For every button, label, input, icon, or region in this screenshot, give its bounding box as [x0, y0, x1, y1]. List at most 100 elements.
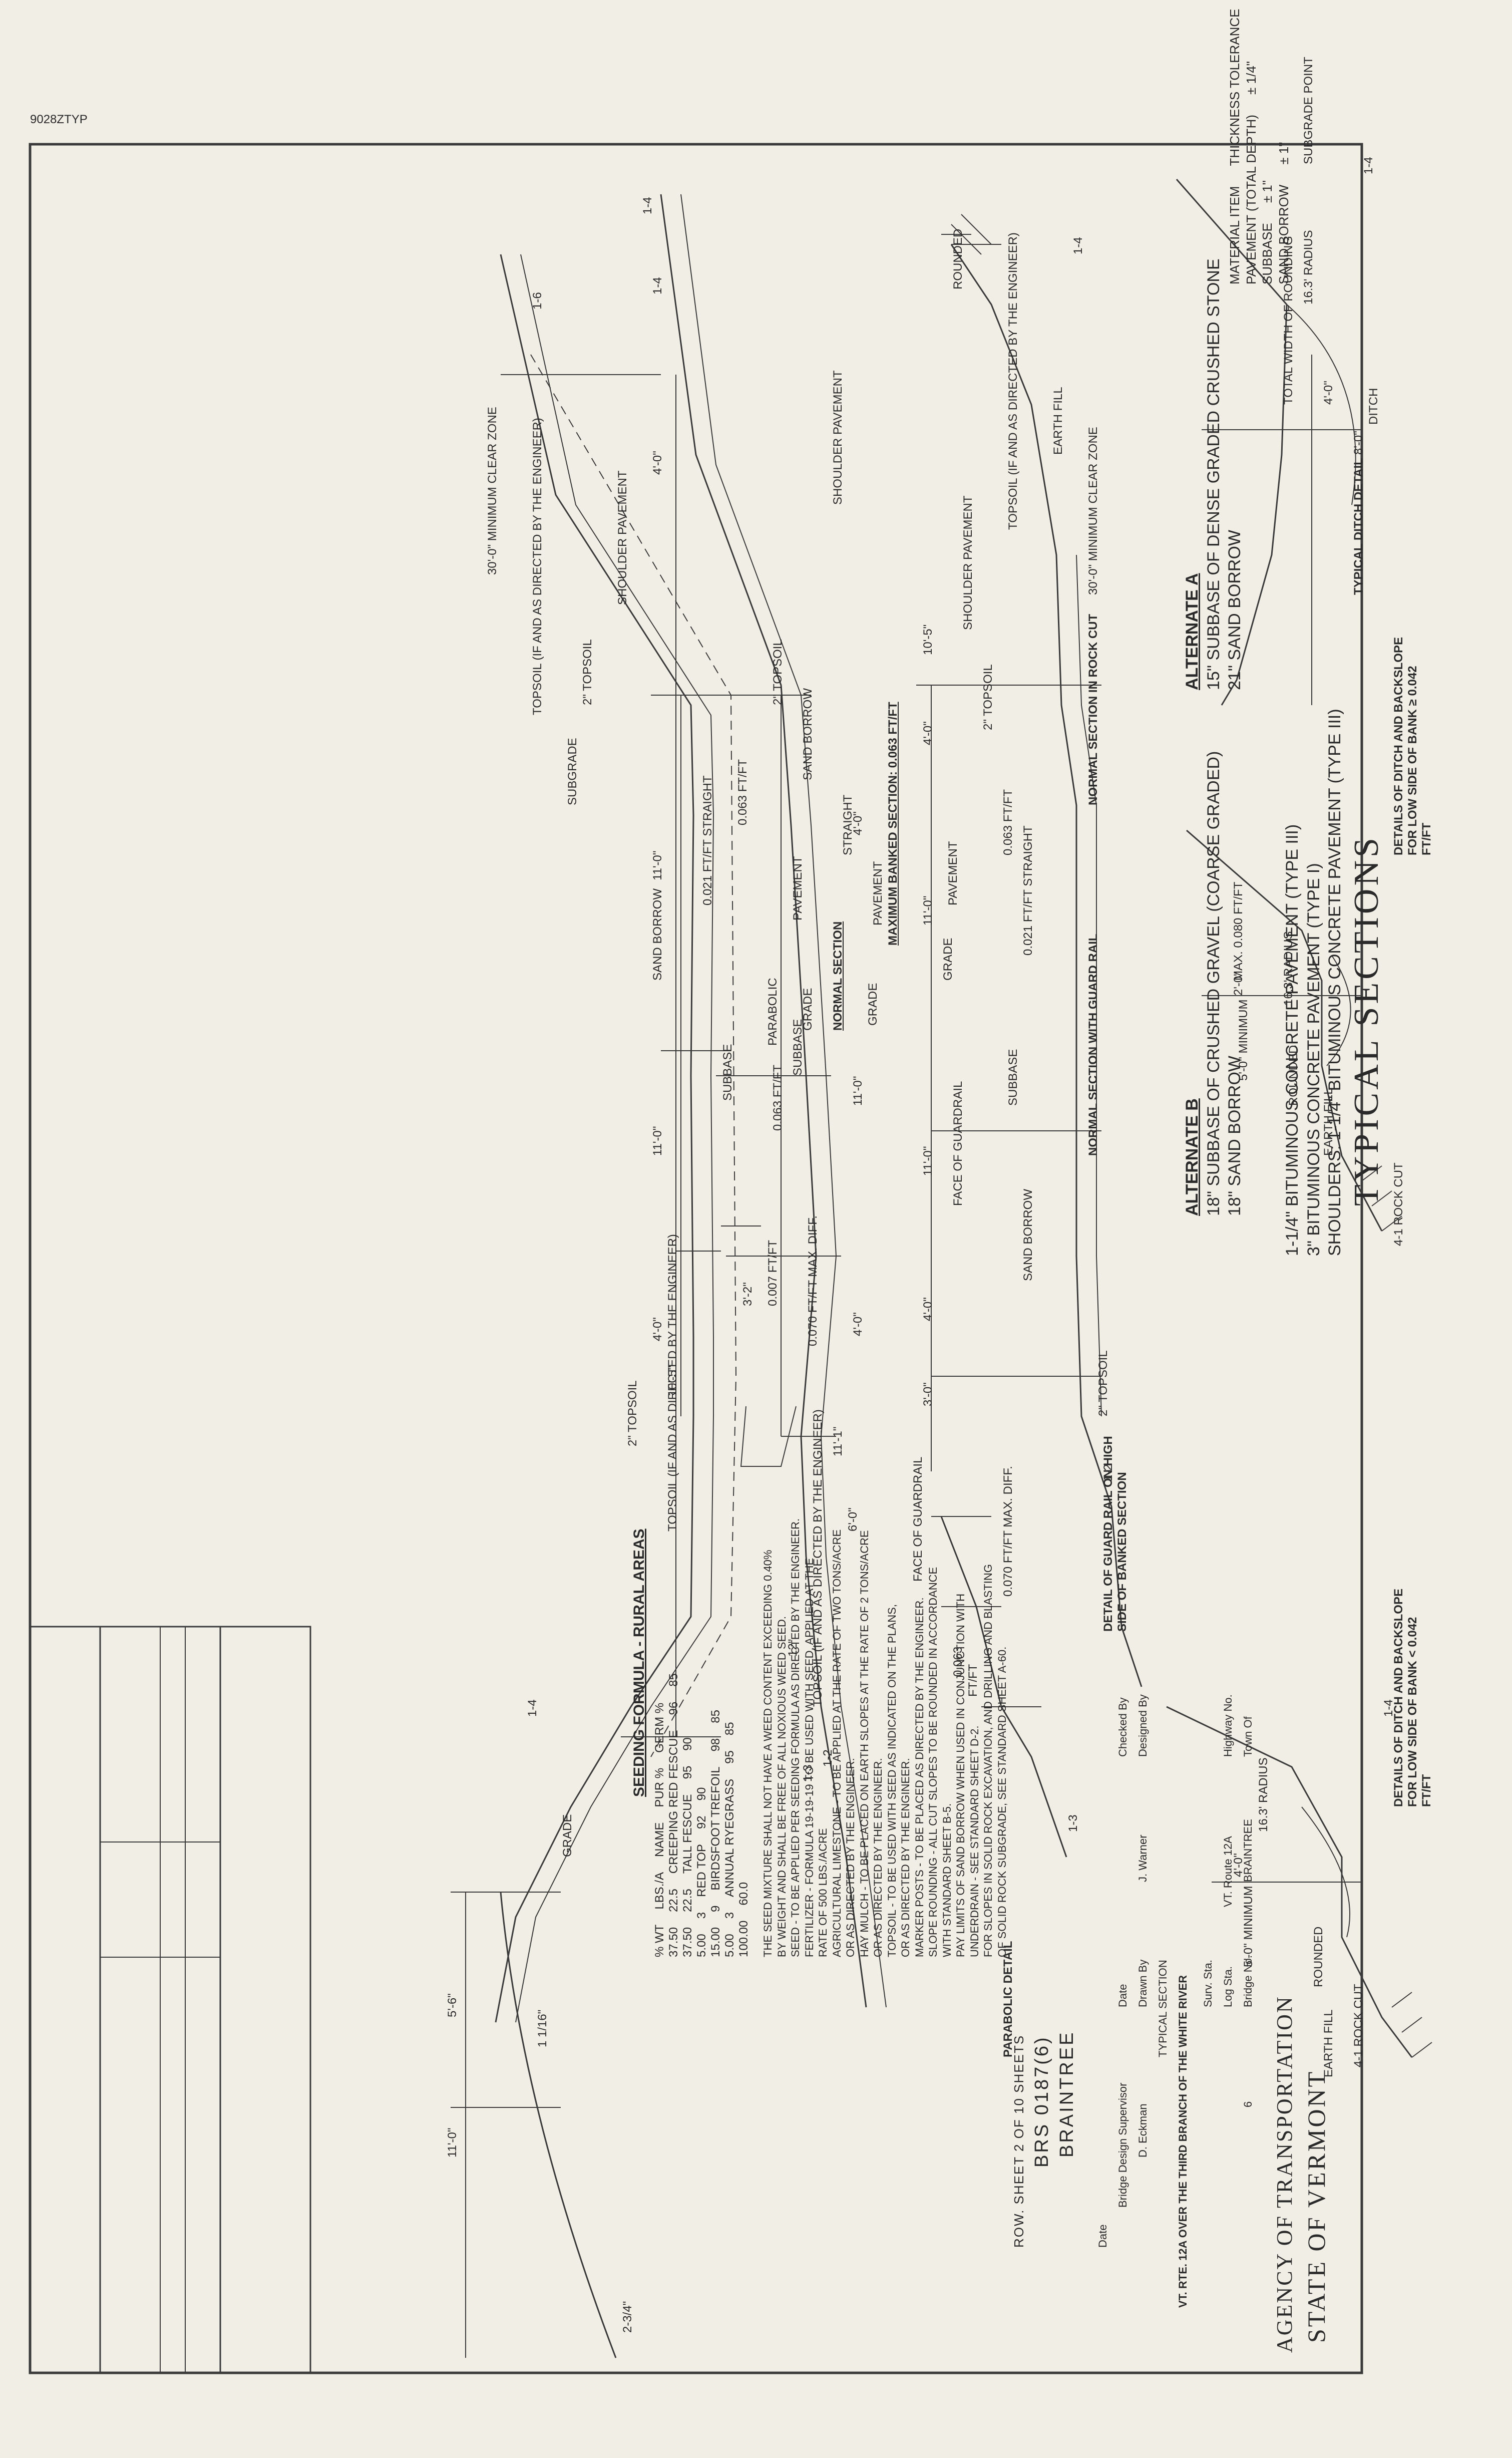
seeding-note: UNDERDRAIN - SEE STANDARD SHEET D-2.: [968, 1725, 981, 1957]
town-value: BRAINTREE: [1242, 1819, 1254, 1882]
label-grade: GRADE: [866, 983, 880, 1026]
pavement-line-2: 3" BITUMINOUS CONCRETE PAVEMENT (TYPE I): [1304, 863, 1323, 1256]
label-grade: GRADE: [561, 1814, 574, 1857]
date-label: Date: [1096, 2224, 1109, 2248]
label-subgrade-point: SUBGRADE POINT: [1302, 57, 1315, 164]
seeding-note: AGRICULTURAL LIMESTONE - TO BE APPLIED A…: [830, 1529, 843, 1957]
seed-total-wt: 100.00: [737, 1920, 750, 1957]
town-label: Town Of: [1242, 1716, 1254, 1757]
label-shoulder-pavement: SHOULDER PAVEMENT: [831, 370, 845, 505]
normal-section-title: NORMAL SECTION: [831, 921, 845, 1031]
material-row-tol: ± 1/4": [1243, 61, 1259, 95]
seeding-note: HAY MULCH - TO BE PLACED ON EARTH SLOPES…: [858, 1530, 871, 1957]
alt-a-line-2: 21" SAND BORROW: [1225, 529, 1244, 690]
thickness-header: THICKNESS TOLERANCE: [1227, 9, 1242, 166]
seeding-col-name: NAME: [653, 1822, 666, 1857]
label-subbase: SUBBASE: [791, 1019, 805, 1076]
seeding-col-pur: PUR %: [653, 1767, 666, 1807]
alt-a-title: ALTERNATE A: [1183, 573, 1202, 690]
section-title-ditch-lt: DETAILS OF DITCH AND BACKSLOPE FOR LOW S…: [1392, 1589, 1433, 1807]
ditch-ge-linework: [1186, 829, 1402, 1232]
dim-4-0: 4'-0": [651, 451, 664, 475]
ditch-lt-linework: [1166, 1706, 1432, 2058]
label-shoulder-pavement: SHOULDER PAVEMENT: [961, 495, 975, 631]
dim-8-0: 8'-0": [1352, 431, 1365, 455]
surv-sta-label: Surv. Sta.: [1202, 1960, 1214, 2007]
normal-section-linework: [495, 254, 797, 2023]
section-title-max-banked: MAXIMUM BANKED SECTION: 0.063 FT/FT: [886, 702, 900, 946]
seeding-col-lbs: LBS./A: [653, 1872, 666, 1910]
label-face-guardrail: FACE OF GUARDRAIL: [951, 1081, 965, 1206]
highway-value: VT. Route 12A: [1222, 1836, 1234, 1907]
label-pavement: PAVEMENT: [871, 861, 885, 926]
alt-a-line-1: 15" SUBBASE OF DENSE GRADED CRUSHED STON…: [1204, 258, 1223, 690]
bridge-value: 6: [1242, 2101, 1254, 2107]
seeding-col-germ: GERM %: [653, 1702, 666, 1753]
section-title-ditch-ge: DETAILS OF DITCH AND BACKSLOPE FOR LOW S…: [1392, 637, 1433, 855]
seeding-note: OR AS DIRECTED BY THE ENGINEER.: [872, 1758, 884, 1957]
seed-name: RED TOP: [695, 1844, 708, 1897]
section-title-normal: NORMAL SECTION: [831, 921, 845, 1031]
max-banked-title: MAXIMUM BANKED SECTION: 0.063 FT/FT: [886, 702, 900, 946]
pavement-line-3: SHOULDERS: 1-1/4" BITUMINOUS CONCRETE PA…: [1325, 709, 1344, 1256]
seed-name: CREEPING RED FESCUE: [667, 1730, 680, 1874]
seeding-note: SEED - TO BE APPLIED PER SEEDING FORMULA…: [789, 1518, 802, 1957]
label-radius: 16.3' RADIUS: [1282, 931, 1295, 1006]
seed-germ: 85: [723, 1722, 736, 1736]
label-rounded: ROUNDED: [951, 228, 965, 289]
label-subbase: SUBBASE: [1006, 1049, 1020, 1106]
drawn-value: D. Eckman: [1137, 2103, 1149, 2158]
project-description: VT. RTE. 12A OVER THE THIRD BRANCH OF TH…: [1177, 1975, 1189, 2308]
label-earth-fill: EARTH FILL: [1322, 1088, 1335, 1156]
seed-name: TALL FESCUE: [681, 1794, 694, 1874]
seed-germ: 90: [681, 1737, 694, 1751]
seeding-notes: THE SEED MIXTURE SHALL NOT HAVE A WEED C…: [761, 1266, 1009, 1957]
dim-5-6: 5'-6": [446, 1993, 459, 2017]
title-block-linework: [29, 1626, 311, 2374]
label-slope-0063: 0.063 FT/FT: [736, 759, 749, 825]
seeding-note: RATE OF 500 LBS./ACRE: [817, 1828, 829, 1957]
seeding-note: TOPSOIL - TO BE USED WITH SEED AS INDICA…: [885, 1604, 898, 1957]
label-pavement: PAVEMENT: [791, 856, 805, 920]
typical-ditch-linework: [1176, 179, 1362, 706]
label-rounded: ROUNDED: [1312, 1926, 1325, 1987]
label-subgrade: SUBGRADE: [566, 738, 579, 805]
material-row-tol: ± 1": [1276, 142, 1291, 165]
label-shoulder-pavement: SHOULDER PAVEMENT: [616, 470, 629, 605]
seed-germ: 85: [709, 1710, 722, 1723]
seeding-note: THE SEED MIXTURE SHALL NOT HAVE A WEED C…: [762, 1550, 774, 1957]
material-row-item: SUBBASE: [1260, 223, 1275, 284]
seed-germ: 85: [667, 1673, 680, 1687]
material-item-header: MATERIAL ITEM: [1227, 186, 1242, 284]
seeding-note: SLOPE ROUNDING - ALL CUT SLOPES TO BE RO…: [927, 1567, 939, 1957]
dim-2-3-4: 2-3/4": [621, 2301, 634, 2333]
seed-wt: 37.50: [681, 1927, 694, 1957]
section-title-rock-cut: NORMAL SECTION IN ROCK CUT: [1086, 613, 1100, 805]
dim-11-0: 11'-0": [651, 1126, 664, 1156]
label-sand-borrow: SAND BORROW: [651, 888, 664, 981]
log-sta-label: Log Sta.: [1222, 1966, 1234, 2007]
seed-name: ANNUAL RYEGRASS: [723, 1778, 736, 1897]
dim-10-5: 10'-5": [921, 624, 935, 655]
dim-11-0: 11'-0": [446, 2127, 459, 2158]
dim-2-0: 2'-0": [1232, 972, 1245, 996]
label-topsoil-2in: 2" TOPSOIL: [981, 664, 995, 730]
label-slope-0063: 0.063 FT/FT: [1001, 789, 1015, 855]
label-earth-fill: EARTH FILL: [1051, 387, 1065, 455]
date-label: Date: [1116, 1984, 1129, 2007]
parabolic-detail-linework: [451, 1892, 617, 2358]
dim-11-0: 11'-0": [651, 850, 664, 880]
sheet-description: TYPICAL SECTION: [1157, 1960, 1169, 2057]
seed-wt: 37.50: [667, 1927, 680, 1957]
label-slope-0063: 0.063 FT/FT: [771, 1064, 785, 1131]
guard-high-linework: [931, 1516, 1067, 1858]
label-topsoil-2in: 2" TOPSOIL: [1096, 1350, 1110, 1416]
seeding-title: SEEDING FORMULA - RURAL AREAS: [631, 1528, 647, 1797]
slope-1-3: 1-3: [1066, 1814, 1080, 1832]
label-topsoil-directed: TOPSOIL (IF AND AS DIRECTED BY THE ENGIN…: [531, 418, 544, 715]
alt-b-title: ALTERNATE B: [1183, 1098, 1202, 1216]
label-slope-0021: 0.021 FT/FT STRAIGHT: [1021, 825, 1035, 956]
